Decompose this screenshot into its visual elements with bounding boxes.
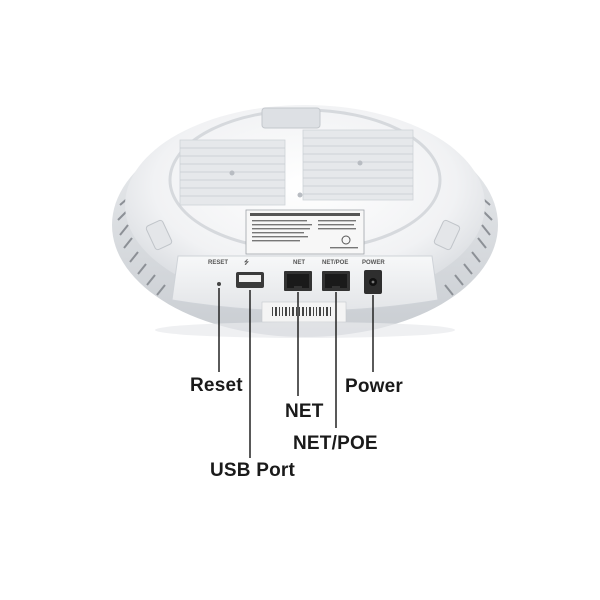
panel-label-reset: RESET <box>208 260 228 266</box>
callout-power: Power <box>345 376 404 397</box>
callout-reset: Reset <box>190 375 243 396</box>
reset-button <box>217 282 221 286</box>
mounting-grid <box>179 129 414 206</box>
top-slot <box>261 107 321 129</box>
net-port <box>284 271 312 291</box>
power-jack <box>364 270 382 294</box>
usb-port <box>236 272 264 288</box>
callout-net-poe: NET/POE <box>293 433 378 454</box>
vents-left <box>117 197 166 296</box>
callout-usb-port: USB Port <box>210 460 295 481</box>
callout-lines <box>218 288 374 458</box>
panel-label-power: POWER <box>362 260 385 266</box>
panel-label-usb: ⭍ <box>244 258 249 266</box>
panel-label-net: NET <box>293 260 305 266</box>
callout-net: NET <box>285 401 324 422</box>
barcode-sticker <box>261 301 347 323</box>
netpoe-port <box>322 271 350 291</box>
panel-label-netpoe: NET/POE <box>322 260 348 266</box>
label-sticker <box>245 209 365 255</box>
